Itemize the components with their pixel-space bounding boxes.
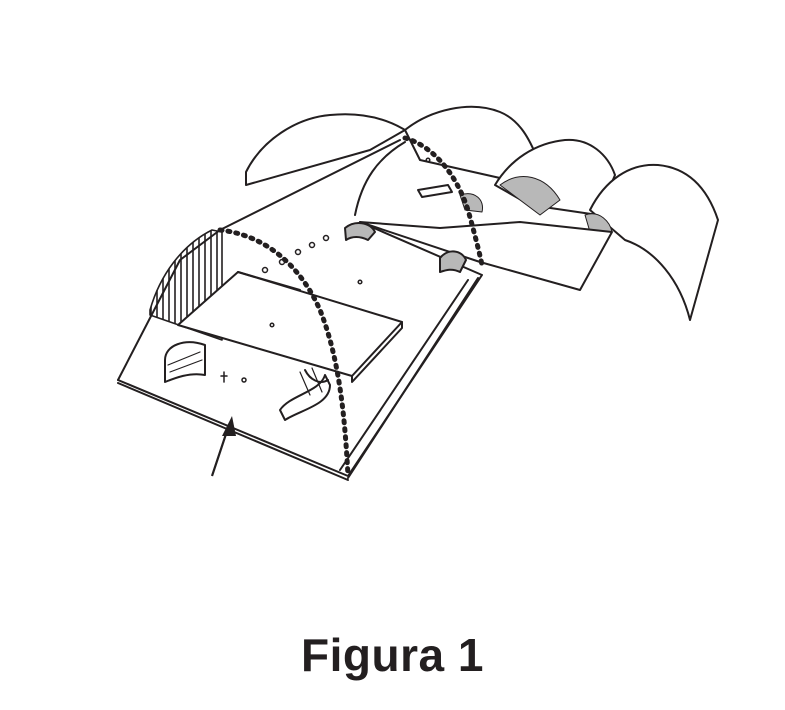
mezzanine-rear-beam (237, 271, 301, 291)
inner-arch (354, 141, 406, 216)
spiral-stair-right (279, 367, 331, 421)
section-arc-front (217, 227, 351, 479)
upper-rect-element (417, 184, 453, 198)
slab-right-edge-inner (339, 279, 469, 471)
slab-right-edge (347, 277, 479, 479)
section-arc-rear (402, 135, 485, 268)
upper-floor-plane (359, 221, 613, 291)
mezzanine-edge (351, 321, 403, 383)
ridge-details (261, 234, 330, 274)
mezzanine (177, 271, 403, 383)
people-figures (220, 157, 431, 383)
spiral-stair-rear-2 (439, 250, 467, 273)
main-roof-top-edge (219, 139, 401, 231)
spiral-stair-rear-1 (344, 222, 376, 241)
rear-vault-segment-1 (245, 113, 406, 186)
rear-vault-roof (245, 105, 719, 321)
section-lines (217, 135, 485, 479)
spiral-stair-left (164, 341, 206, 383)
architectural-sketch (117, 105, 719, 481)
pointer-arrow (210, 416, 236, 477)
rear-vault-segment-4 (589, 163, 719, 321)
figure-caption: Figura 1 (301, 629, 484, 681)
vault-shading-1 (499, 176, 561, 216)
